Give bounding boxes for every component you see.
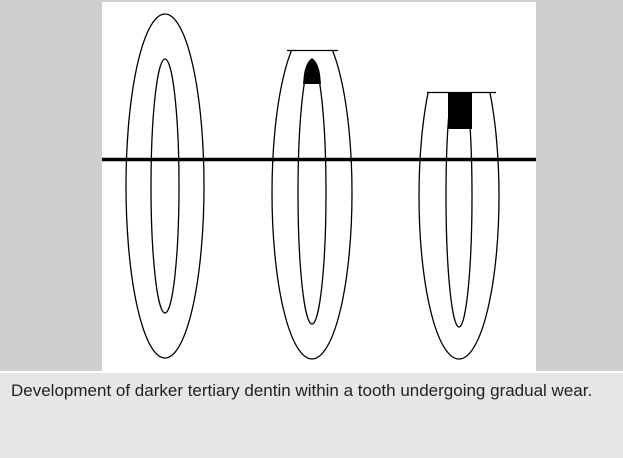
tooth-partially-worn [271,49,353,360]
tooth-unworn-pulp-outline [150,58,180,314]
figure-panel [0,0,623,371]
tertiary-dentin-small [303,58,321,84]
tooth-partially-worn-outer-outline [271,50,353,360]
tooth-heavily-worn [418,91,500,360]
tooth-partially-worn-pulp-outline [297,61,327,325]
tooth-unworn [125,13,205,359]
figure-caption: Development of darker tertiary dentin wi… [11,381,593,400]
tooth-unworn-outer-outline [125,13,205,359]
caption-box: Development of darker tertiary dentin wi… [0,373,623,458]
tooth-heavily-worn-outer-outline [418,92,500,360]
tooth-wear-diagram [102,2,536,371]
tooth-heavily-worn-pulp-outline [445,92,473,328]
tertiary-dentin-large [448,93,472,129]
